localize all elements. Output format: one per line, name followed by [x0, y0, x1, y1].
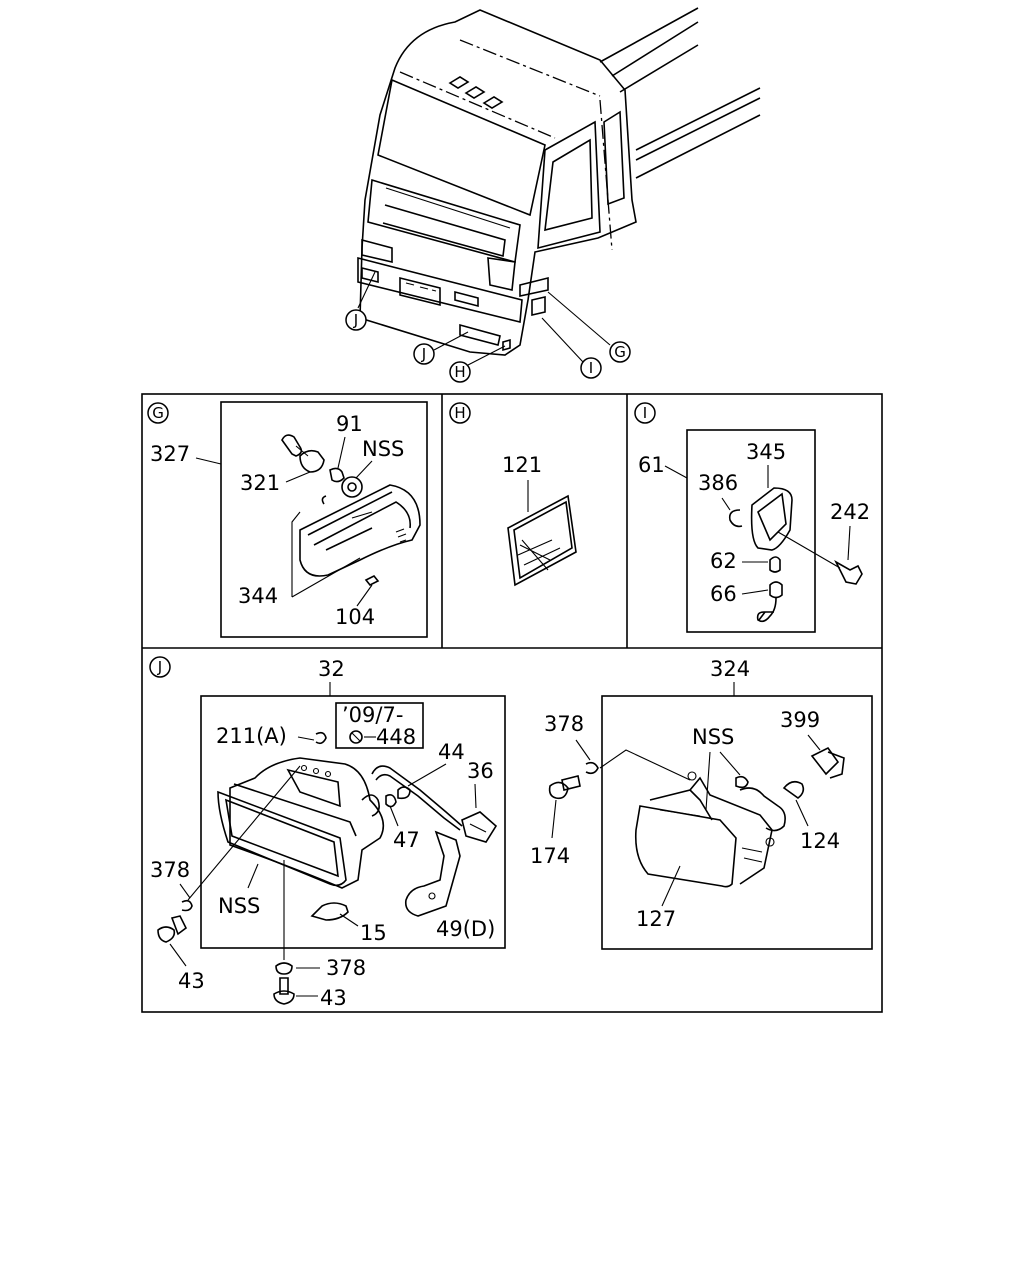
bulb-15-icon: [310, 902, 349, 921]
socket-321-icon: [281, 434, 325, 473]
label-date-note: ’09/7-: [342, 703, 403, 727]
label-378b[interactable]: 378: [326, 956, 366, 980]
socket-399-icon: [810, 746, 845, 779]
bolt-174-icon: [548, 775, 581, 800]
screw-104-icon: [364, 574, 380, 587]
label-345[interactable]: 345: [746, 440, 786, 464]
panel-j: J 32 ’09/7- 448 211(A) 44 36 47: [149, 656, 873, 1010]
panel-i-marker-label: I: [643, 404, 647, 422]
callout-h-label: H: [454, 363, 465, 381]
label-47[interactable]: 47: [393, 828, 420, 852]
callout-j-2-label: J: [421, 345, 426, 363]
label-448[interactable]: 448: [376, 725, 416, 749]
gasket-nss-icon: [341, 476, 363, 498]
label-127[interactable]: 127: [636, 907, 676, 931]
label-211a[interactable]: 211(A): [216, 724, 287, 748]
callout-j-1-label: J: [353, 311, 358, 329]
bulb-62-icon: [769, 556, 781, 573]
panel-grid: [141, 393, 883, 1013]
date-note-box: [335, 702, 424, 749]
screw-242-icon: [834, 559, 863, 585]
panel-h-marker-label: H: [454, 404, 465, 422]
label-36[interactable]: 36: [467, 759, 494, 783]
panel-g-assembly-box: [220, 401, 428, 638]
panel-j-marker: [149, 656, 171, 678]
label-62[interactable]: 62: [710, 549, 737, 573]
harness-36-icon: [371, 765, 498, 843]
label-nss-j[interactable]: NSS: [218, 894, 260, 918]
panel-h-marker: [449, 402, 471, 424]
label-nss-g[interactable]: NSS: [362, 437, 404, 461]
side-turn-lamp-344-icon: [299, 484, 421, 577]
label-15[interactable]: 15: [360, 921, 387, 945]
label-399[interactable]: 399: [780, 708, 820, 732]
part-448-icon: [349, 730, 363, 744]
callout-i-label: I: [589, 359, 593, 377]
label-378a[interactable]: 378: [150, 858, 190, 882]
washer-378c-icon: [585, 761, 599, 775]
panel-i-assembly-box: [686, 429, 816, 633]
label-91[interactable]: 91: [336, 412, 363, 436]
label-104[interactable]: 104: [335, 605, 375, 629]
label-nss-j2[interactable]: NSS: [692, 725, 734, 749]
panel-g-marker: [147, 402, 169, 424]
bolt-43a-icon: [157, 915, 188, 943]
label-49d[interactable]: 49(D): [436, 917, 495, 941]
label-44[interactable]: 44: [438, 740, 465, 764]
assembly-324-box: [601, 695, 873, 950]
bulb-91-icon: [329, 467, 345, 483]
panel-j-marker-label: J: [157, 658, 162, 676]
marker-lamp-345-icon: [750, 487, 841, 569]
label-32[interactable]: 32: [318, 657, 345, 681]
washer-378a-icon: [181, 899, 193, 912]
washer-378b-icon: [275, 962, 293, 975]
washer-47-icon: [385, 794, 397, 808]
label-324[interactable]: 324: [710, 657, 750, 681]
socket-66-icon: [756, 581, 783, 623]
label-321[interactable]: 321: [240, 471, 280, 495]
fog-lamp-32-icon: [217, 757, 385, 889]
label-378c[interactable]: 378: [544, 712, 584, 736]
label-344[interactable]: 344: [238, 584, 278, 608]
fog-lamp-127-icon: [634, 771, 786, 888]
bolt-43b-icon: [273, 977, 295, 1005]
bracket-49d-icon: [404, 830, 461, 917]
grommet-44-icon: [397, 786, 411, 800]
label-43b[interactable]: 43: [320, 986, 347, 1010]
callout-g[interactable]: [609, 341, 631, 363]
grommet-nss-icon: [735, 775, 749, 789]
panel-g-marker-label: G: [152, 404, 164, 422]
panel-i: I 61 345 386 242 62 66: [634, 402, 870, 633]
callout-j-1[interactable]: [345, 309, 367, 331]
callout-h[interactable]: [449, 361, 471, 383]
label-43a[interactable]: 43: [178, 969, 205, 993]
callout-g-label: G: [614, 343, 626, 361]
label-386[interactable]: 386: [698, 471, 738, 495]
label-327[interactable]: 327: [150, 442, 190, 466]
callout-i[interactable]: [580, 357, 602, 379]
label-121[interactable]: 121: [502, 453, 542, 477]
panel-h: H 121: [449, 402, 577, 587]
label-174[interactable]: 174: [530, 844, 570, 868]
callout-j-2[interactable]: [413, 343, 435, 365]
truck-cab-illustration: [357, 7, 761, 356]
truck-callouts: J J H I G: [345, 271, 631, 383]
clip-386-icon: [728, 509, 743, 528]
panel-i-marker: [634, 402, 656, 424]
bulb-124-icon: [782, 780, 805, 799]
reflector-121-icon: [507, 494, 577, 587]
label-242[interactable]: 242: [830, 500, 870, 524]
panel-g: G 327 91 NSS 321 344 104: [147, 401, 428, 638]
label-124[interactable]: 124: [800, 829, 840, 853]
clip-211-icon: [315, 731, 327, 745]
assembly-32-box: [200, 695, 506, 949]
clip-icon: [321, 495, 327, 505]
label-61[interactable]: 61: [638, 453, 665, 477]
label-66[interactable]: 66: [710, 582, 737, 606]
